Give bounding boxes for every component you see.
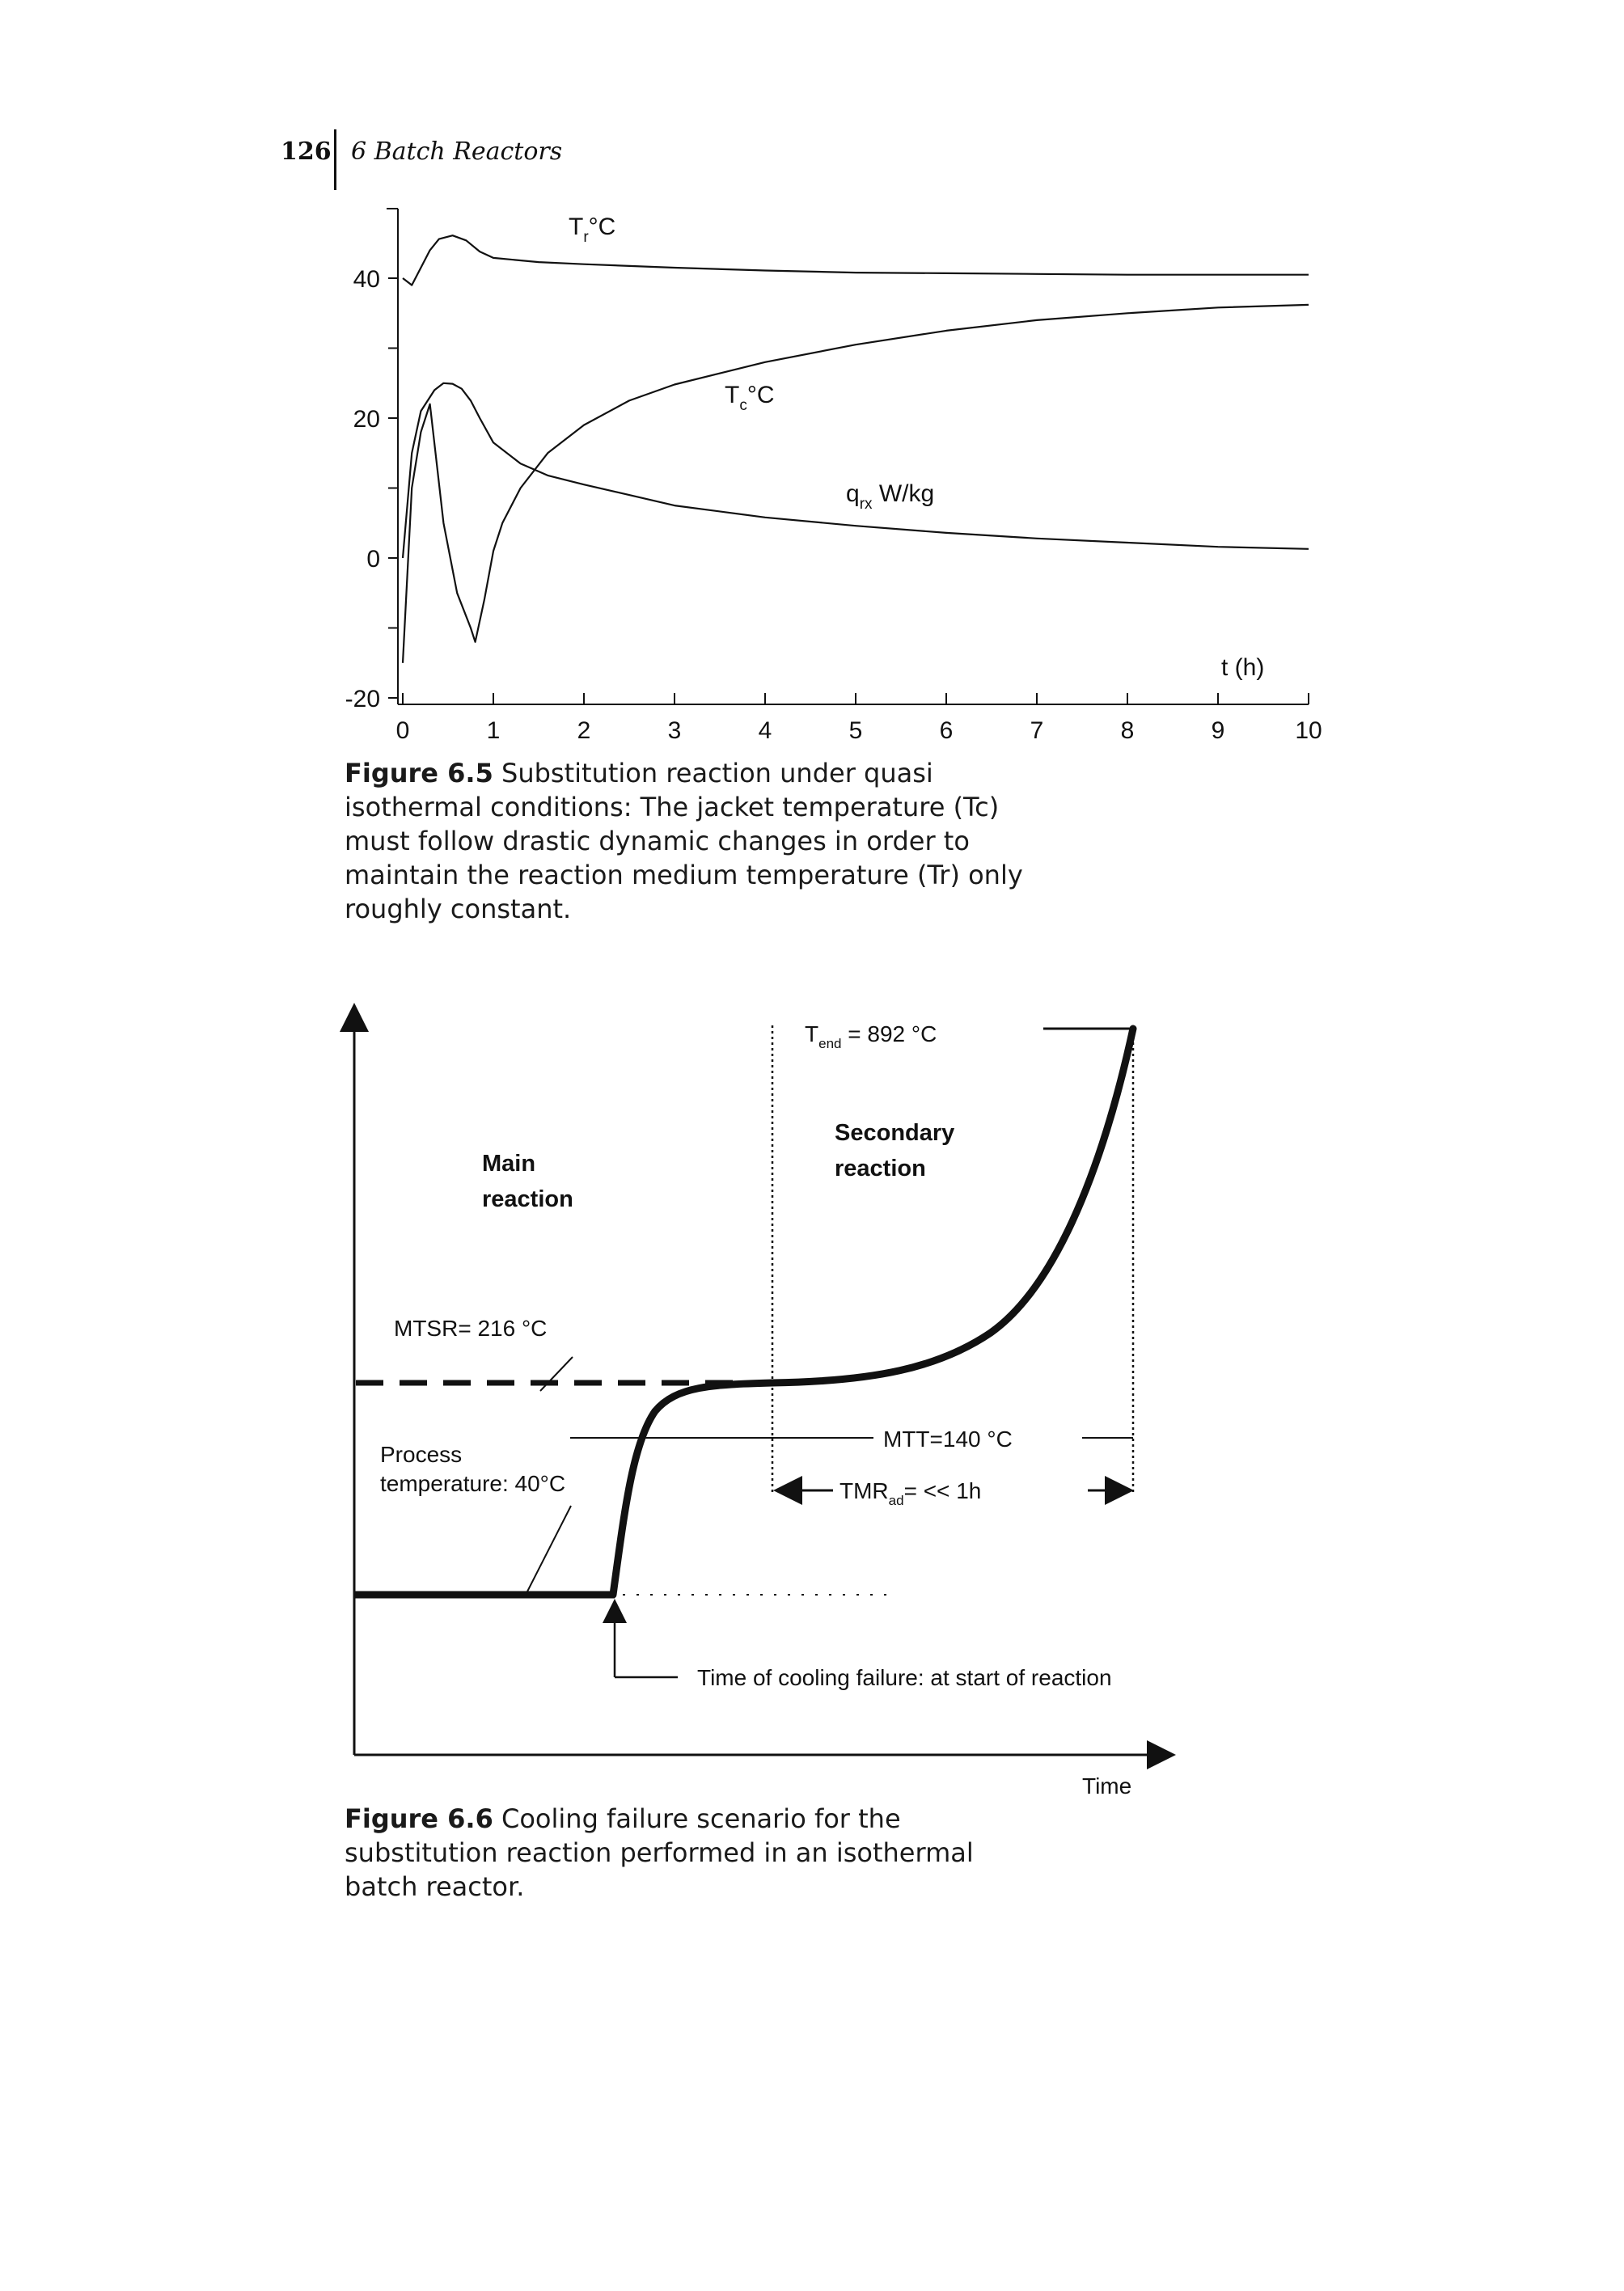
x-tick-label: 1	[487, 717, 501, 744]
process-label-2: temperature: 40°C	[380, 1471, 565, 1496]
x-axis-label: t (h)	[1221, 654, 1264, 681]
header-rule	[334, 129, 336, 190]
y-tick-label: 20	[353, 406, 380, 433]
page-number: 126	[281, 137, 332, 166]
time-axis-label: Time	[1082, 1773, 1131, 1799]
mtt-label: MTT=140 °C	[883, 1427, 1013, 1452]
main-reaction-label-1: Main	[482, 1151, 535, 1177]
process-label-1: Process	[380, 1442, 462, 1467]
figure-6-6-caption: Figure 6.6 Cooling failure scenario for …	[345, 1802, 1008, 1904]
figure-6-5-caption-label: Figure 6.5	[345, 758, 493, 788]
x-tick-label: 4	[759, 717, 772, 744]
x-tick-label: 0	[396, 717, 410, 744]
qrx-line	[401, 382, 1309, 559]
tr-line	[402, 235, 1309, 286]
qrx-series-label: qrx W/kg	[846, 480, 934, 513]
x-tick-label: 8	[1121, 717, 1135, 744]
figure-6-6-caption-text: Cooling failure scenario for the substit…	[345, 1803, 974, 1902]
y-tick-label: 40	[353, 266, 380, 293]
x-tick-label: 9	[1212, 717, 1225, 744]
figure-6-5-chart: 40 20 0 -20 0 1 2 3 4 5 6 7 8 9 10 Tr°C Tc°C qrx W/kg t (…	[345, 208, 1322, 744]
temperature-curve	[609, 1025, 1137, 1599]
figure-6-6-caption-label: Figure 6.6	[345, 1803, 493, 1834]
mtsr-pointer	[539, 1356, 573, 1392]
running-title: 6 Batch Reactors	[351, 137, 563, 166]
y-tick-label: 0	[366, 546, 380, 573]
main-reaction-label-2: reaction	[482, 1186, 573, 1212]
y-tick-label: -20	[345, 686, 380, 712]
figure-6-5-caption-text: Substitution reaction under quasi isothe…	[345, 758, 1023, 924]
mtsr-label: MTSR= 216 °C	[394, 1316, 547, 1341]
x-tick-label: 6	[940, 717, 954, 744]
secondary-reaction-label-2: reaction	[835, 1156, 926, 1181]
x-tick-label: 7	[1030, 717, 1044, 744]
process-pointer	[525, 1505, 572, 1596]
chart-labels: Tr°C Tc°C qrx W/kg t (h)	[569, 213, 1264, 681]
x-tick-label: 2	[577, 717, 591, 744]
x-tick-label: 10	[1295, 717, 1322, 744]
tc-series-label: Tc°C	[725, 382, 775, 414]
diagram-body: Time MTT=140 °C Tend = 892 °C TMRad= << 1h M…	[340, 1003, 1176, 1799]
x-tick-label: 5	[849, 717, 863, 744]
chart-axes: 40 20 0 -20 0 1 2 3 4 5 6 7 8 9 10	[345, 208, 1322, 744]
secondary-reaction-label-1: Secondary	[835, 1120, 954, 1146]
cooling-failure-label: Time of cooling failure: at start of rea…	[697, 1665, 1112, 1690]
chart-series	[401, 235, 1309, 663]
t-end-label: Tend = 892 °C	[805, 1021, 937, 1051]
figure-6-6-diagram: Time MTT=140 °C Tend = 892 °C TMRad= << 1h M…	[340, 1003, 1176, 1799]
figure-6-5-caption: Figure 6.5 Substitution reaction under q…	[345, 756, 1040, 926]
tc-line	[401, 303, 1309, 663]
tmr-label: TMRad= << 1h	[839, 1478, 981, 1508]
tr-series-label: Tr°C	[569, 213, 615, 246]
x-tick-label: 3	[668, 717, 682, 744]
